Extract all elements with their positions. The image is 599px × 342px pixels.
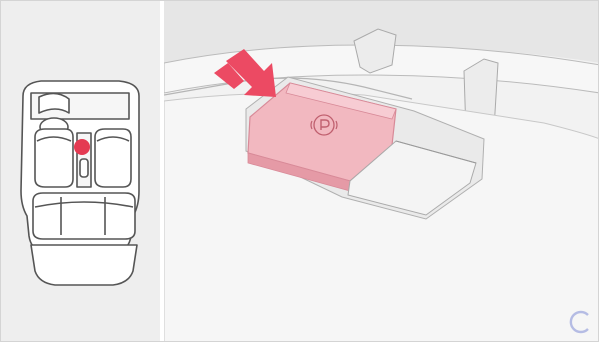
console-shifter — [80, 159, 88, 177]
rear-seat — [33, 193, 135, 239]
watermark-logo — [568, 309, 594, 335]
switch-closeup-panel — [164, 1, 599, 342]
vehicle-top-view-panel — [1, 1, 160, 342]
switch-closeup-drawing — [164, 1, 599, 342]
location-marker-dot — [74, 139, 90, 155]
trunk — [31, 245, 137, 285]
vehicle-top-view-drawing — [1, 1, 160, 342]
